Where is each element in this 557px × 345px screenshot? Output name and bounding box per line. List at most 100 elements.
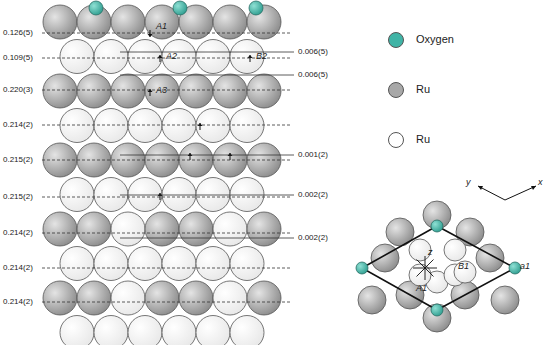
oxygen-atom xyxy=(431,304,443,316)
ru-atom xyxy=(230,109,264,143)
distance-value: 0.001(2) xyxy=(298,151,328,159)
ru-atom xyxy=(43,212,77,246)
ru-atom xyxy=(145,212,179,246)
distance-value: 0.002(2) xyxy=(298,191,328,199)
distance-value: 0.126(5) xyxy=(3,29,33,37)
arrow-head xyxy=(158,55,163,58)
leader-line xyxy=(120,155,294,156)
leader-line xyxy=(120,238,294,239)
ru-atom xyxy=(454,261,476,283)
ru-atom xyxy=(145,74,179,108)
ru-atom xyxy=(371,244,399,272)
ru-atom xyxy=(111,5,145,39)
layer-plane xyxy=(42,33,290,34)
layer-plane xyxy=(42,160,290,161)
ru-atom xyxy=(60,316,94,345)
ru-atom xyxy=(111,212,145,246)
ru-atom xyxy=(162,247,196,281)
ru-atom xyxy=(196,316,230,345)
vibration-arrow xyxy=(425,268,433,276)
ru-atom xyxy=(94,40,128,74)
ru-atom xyxy=(60,109,94,143)
leader-line xyxy=(120,195,294,196)
ru-atom xyxy=(423,304,451,332)
leader-line xyxy=(120,52,294,53)
arrow-head xyxy=(228,153,233,156)
ru-atom xyxy=(179,212,213,246)
distance-value: 0.214(2) xyxy=(3,229,33,237)
ru-atom xyxy=(162,316,196,345)
legend-swatch xyxy=(388,132,404,148)
vibration-arrow xyxy=(425,256,426,268)
ru-atom xyxy=(213,281,247,315)
ru-atom xyxy=(196,40,230,74)
oxygen-atom xyxy=(509,262,521,274)
distance-value: 0.214(2) xyxy=(3,264,33,272)
ru-atom xyxy=(43,281,77,315)
ru-atom xyxy=(247,74,281,108)
legend-swatch xyxy=(388,32,404,48)
arrow-head xyxy=(188,153,193,156)
distance-value: 0.006(5) xyxy=(298,71,328,79)
leader-line xyxy=(120,75,294,76)
unit-cell xyxy=(362,226,515,310)
atom-label: B1 xyxy=(458,262,469,271)
layer-plane xyxy=(42,197,290,198)
distance-value: 0.214(2) xyxy=(3,298,33,306)
atom-label: a1 xyxy=(520,262,530,271)
arrow-head xyxy=(248,55,253,58)
ru-atom xyxy=(491,286,519,314)
axis-head xyxy=(478,186,536,190)
ru-atom xyxy=(77,212,111,246)
ru-atom xyxy=(128,178,162,212)
ru-atom xyxy=(128,109,162,143)
ru-atom xyxy=(230,178,264,212)
ru-atom xyxy=(162,178,196,212)
legend-text: Ru xyxy=(416,83,430,95)
layer-plane xyxy=(42,268,290,269)
arrow-head xyxy=(198,123,203,126)
ru-atom xyxy=(77,74,111,108)
ru-atom xyxy=(94,178,128,212)
atom-label: A3 xyxy=(156,86,167,95)
ru-atom xyxy=(247,281,281,315)
atom-label: z xyxy=(428,248,433,257)
ru-atom xyxy=(60,40,94,74)
ru-atom xyxy=(43,74,77,108)
legend-text: Ru xyxy=(416,133,430,145)
ru-atom xyxy=(358,286,386,314)
atom-label: x xyxy=(538,178,543,187)
ru-atom xyxy=(94,109,128,143)
vibration-arrow xyxy=(413,268,425,269)
ru-atom xyxy=(128,247,162,281)
atom-label: y xyxy=(466,178,471,187)
ru-atom xyxy=(179,74,213,108)
ru-atom xyxy=(409,264,431,286)
ru-atom xyxy=(145,281,179,315)
distance-value: 0.109(5) xyxy=(3,54,33,62)
ru-atom xyxy=(196,109,230,143)
arrow-head xyxy=(158,193,163,196)
atom-label: B2 xyxy=(256,52,267,61)
oxygen-atom xyxy=(173,1,187,15)
ru-atom xyxy=(128,316,162,345)
ru-atom xyxy=(111,74,145,108)
ru-atom xyxy=(179,281,213,315)
ru-atom xyxy=(247,212,281,246)
ru-atom xyxy=(409,239,431,261)
distance-value: 0.215(2) xyxy=(3,193,33,201)
ru-atom xyxy=(43,5,77,39)
ru-atom xyxy=(196,178,230,212)
vibration-arrow xyxy=(425,268,426,280)
distance-value: 0.006(5) xyxy=(298,48,328,56)
ru-atom xyxy=(230,316,264,345)
ru-atom xyxy=(94,316,128,345)
axis xyxy=(478,186,536,200)
layer-plane xyxy=(42,233,290,234)
vibration-arrow xyxy=(425,260,433,268)
arrow-head xyxy=(148,89,153,92)
ru-atom xyxy=(60,247,94,281)
arrow-head xyxy=(148,34,153,37)
